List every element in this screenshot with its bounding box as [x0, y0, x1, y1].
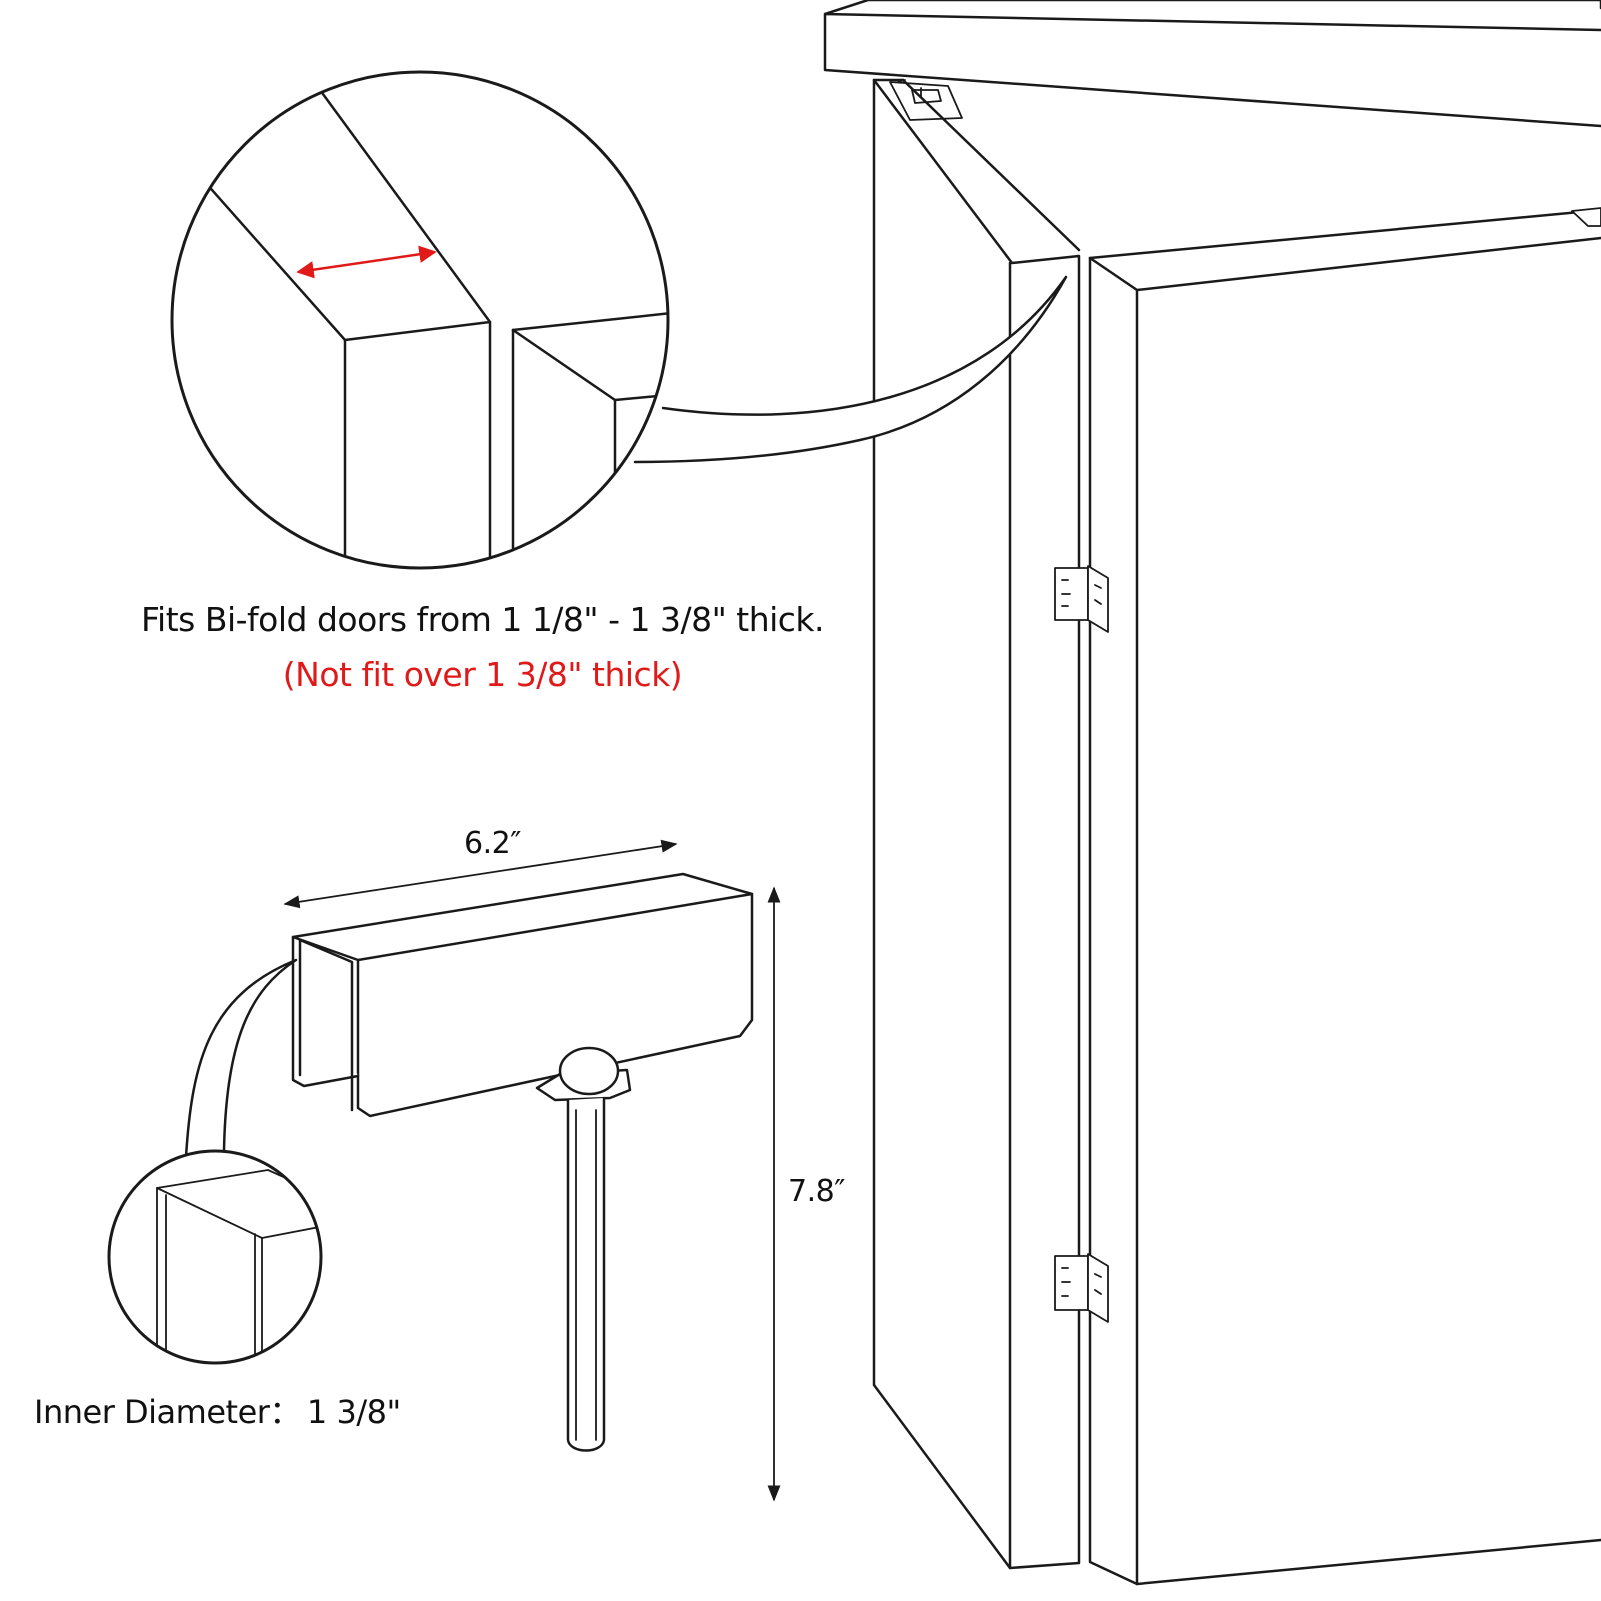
pivot-pin — [535, 1046, 632, 1452]
width-dimension-arrow — [283, 839, 678, 909]
fit-range-caption: Fits Bi-fold doors from 1 1/8" - 1 3/8" … — [140, 600, 825, 639]
width-dimension-label: 6.2″ — [464, 826, 521, 861]
upper-hinge — [1054, 565, 1109, 633]
height-dimension-label: 7.8″ — [788, 1174, 845, 1209]
magnifier-pointer-large — [633, 275, 1068, 464]
inner-size-magnifier — [107, 1149, 323, 1365]
inner-diameter-caption: Inner Diameter：1 3/8" — [34, 1387, 401, 1433]
door-edge-magnifier — [170, 70, 670, 570]
bifold-door-bracket — [291, 872, 754, 1452]
magnifier-pointer-small — [184, 958, 298, 1159]
lower-hinge — [1054, 1253, 1109, 1323]
inner-diameter-label: Inner Diameter： — [34, 1393, 301, 1431]
bifold-door-assembly — [823, 0, 1601, 1586]
right-door-panel — [1088, 207, 1601, 1586]
header-track — [823, 0, 1601, 128]
left-door-panel — [872, 78, 1081, 1570]
max-thickness-warning: (Not fit over 1 3/8" thick) — [282, 655, 683, 694]
thickness-arrow — [296, 245, 437, 279]
inner-diameter-value: 1 3/8" — [306, 1393, 401, 1431]
